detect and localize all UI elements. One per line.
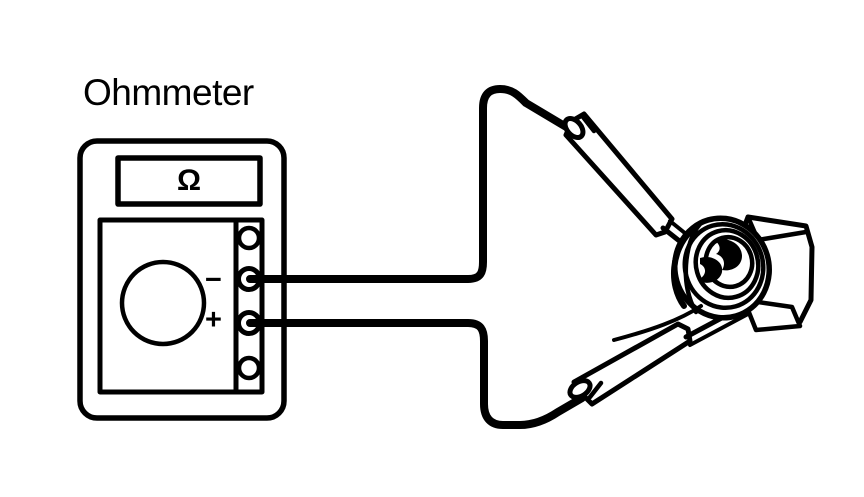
connector-housing-flange [741,297,803,333]
lower-probe-cap [567,378,593,400]
rotary-selector-dial[interactable] [119,259,207,347]
terminal-jack-1[interactable] [236,225,262,251]
connector-tail-wire [612,304,703,342]
lower-probe-tip-edge [688,312,750,347]
connector-socket-opening [714,238,742,271]
test-lead-positive-wire [246,319,586,429]
connector-contact-blade [698,256,723,283]
connector-collar-shade-2 [683,221,703,315]
meter-display-window [115,155,263,207]
connector-collar-shade-1 [671,229,693,309]
lower-test-probe[interactable] [567,303,750,407]
page-title: Ohmmeter [83,72,254,113]
lower-probe-cap-seam [587,380,604,400]
ohmmeter-body [77,138,287,421]
ohm-symbol: Ω [176,164,202,197]
terminal-jack-4[interactable] [236,355,262,381]
upper-probe-cap-seam [580,114,597,134]
terminal-positive-label: + [205,304,222,336]
upper-probe-cap [562,116,586,140]
electrical-connector [612,214,815,342]
terminal-negative-label: − [205,264,222,296]
test-lead-negative-wire [246,85,577,283]
test-lead-wires [246,85,586,429]
